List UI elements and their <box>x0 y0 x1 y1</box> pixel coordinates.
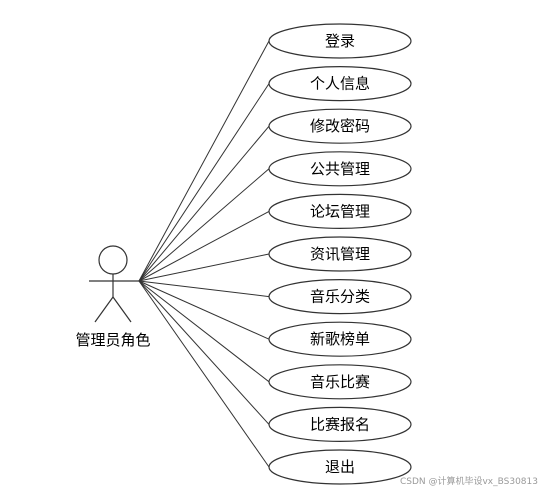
use-case: 资讯管理 <box>268 236 412 272</box>
use-case: 比赛报名 <box>268 406 412 442</box>
use-case-label: 新歌榜单 <box>310 330 370 348</box>
use-case-ellipse <box>268 279 412 315</box>
use-case-ellipse <box>268 108 412 144</box>
watermark-text: CSDN @计算机毕设vx_BS30813 <box>400 475 538 487</box>
use-case-label: 退出 <box>325 458 355 476</box>
association-line <box>138 168 270 282</box>
actor-left-leg <box>94 296 114 323</box>
use-case-label: 论坛管理 <box>310 202 370 220</box>
use-case-ellipse <box>268 321 412 357</box>
use-case-label: 个人信息 <box>310 75 370 93</box>
use-case-ellipse <box>268 151 412 187</box>
use-case: 音乐分类 <box>268 279 412 315</box>
actor-label: 管理员角色 <box>75 331 150 349</box>
association-line <box>138 253 270 282</box>
use-case: 退出 <box>268 449 412 485</box>
use-case-ellipse <box>268 364 412 400</box>
use-case-ellipse <box>268 65 412 102</box>
use-case-label: 比赛报名 <box>310 415 370 433</box>
use-case-ellipse <box>268 193 412 229</box>
use-case-label: 资讯管理 <box>310 245 370 263</box>
use-case-label: 登录 <box>325 32 355 50</box>
use-case: 新歌榜单 <box>268 321 412 357</box>
association-line <box>138 280 270 468</box>
use-case-label: 音乐比赛 <box>310 373 370 391</box>
use-case-ellipse <box>268 23 412 59</box>
use-case: 音乐比赛 <box>268 364 412 400</box>
actor-figure <box>89 245 139 323</box>
association-line <box>138 280 270 298</box>
use-case: 论坛管理 <box>268 193 412 229</box>
use-case-label: 修改密码 <box>310 117 370 135</box>
association-line <box>138 40 270 282</box>
use-case: 修改密码 <box>268 108 412 144</box>
use-case-ellipse <box>268 236 412 272</box>
use-case-ellipse <box>268 406 412 442</box>
use-case: 登录 <box>268 23 412 59</box>
association-line <box>138 125 270 282</box>
use-case-label: 公共管理 <box>310 160 370 178</box>
use-case-label: 音乐分类 <box>310 288 370 306</box>
use-case: 公共管理 <box>268 151 412 187</box>
association-lines <box>138 40 270 468</box>
actor-right-leg <box>112 296 132 323</box>
use-case: 个人信息 <box>268 65 412 102</box>
association-line <box>138 280 270 425</box>
association-line <box>138 280 270 340</box>
association-line <box>138 280 270 383</box>
actor-head <box>98 245 128 275</box>
association-line <box>138 83 270 282</box>
association-line <box>138 210 270 282</box>
use-case-ellipse <box>268 449 412 485</box>
